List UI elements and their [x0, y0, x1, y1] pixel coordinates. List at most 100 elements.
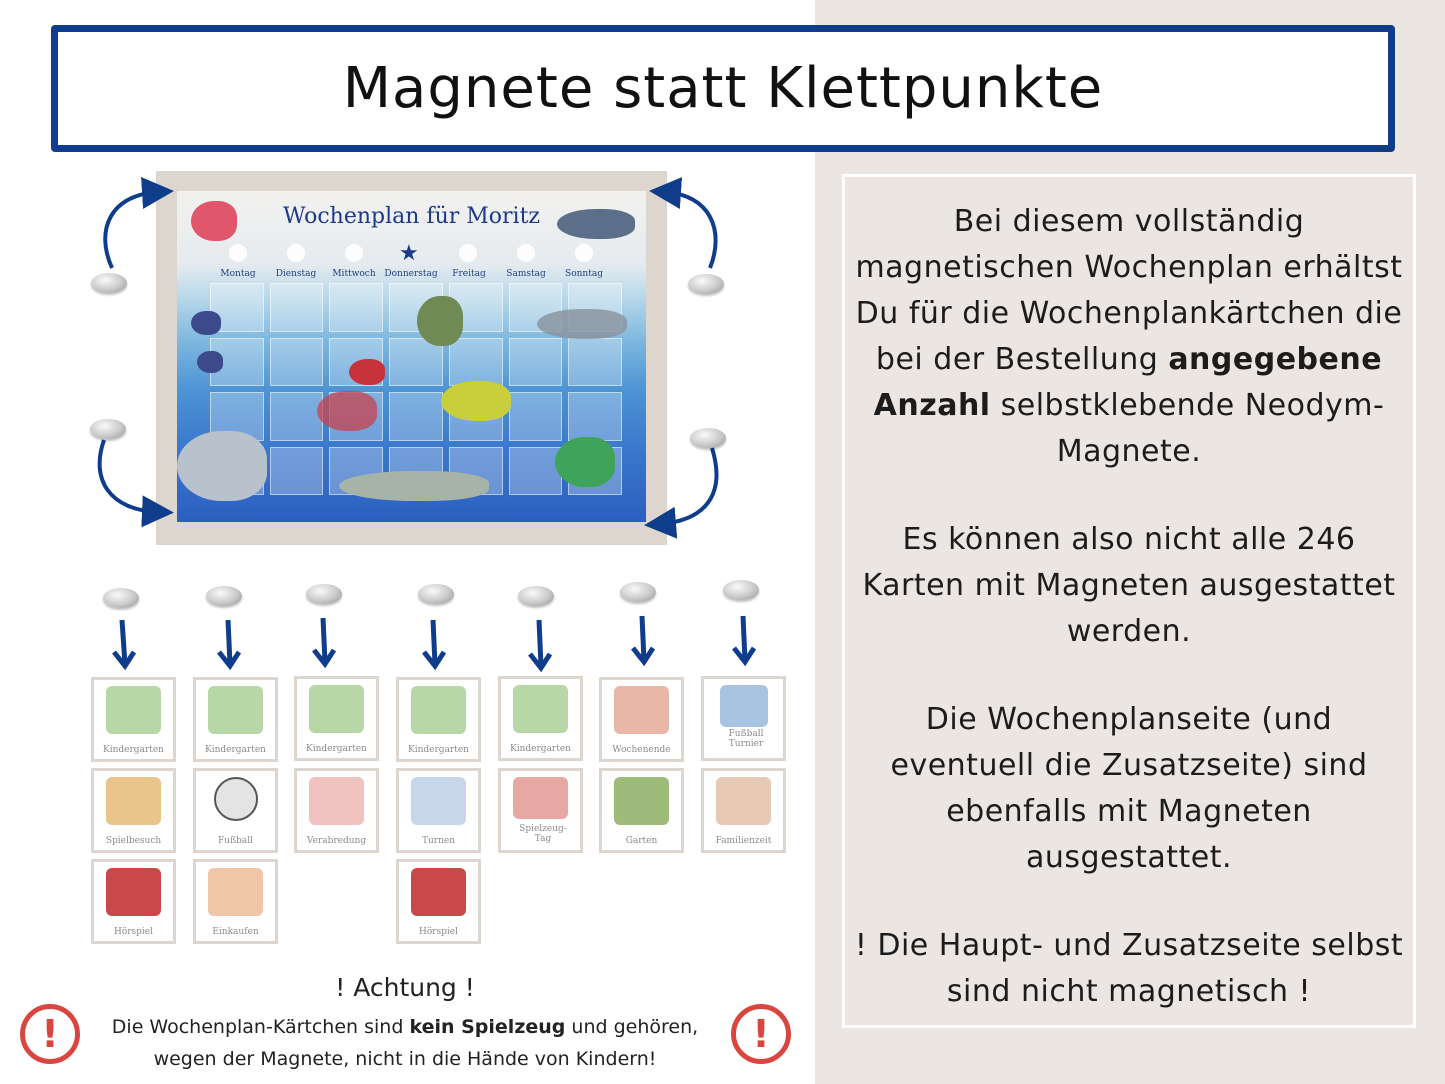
magnet-disc	[688, 274, 724, 294]
info-paragraph-3: Die Wochenplanseite (und eventuell die Z…	[890, 702, 1368, 875]
info-paragraph-2: Es können also nicht alle 246 Karten mit…	[862, 522, 1396, 649]
shopping-basket-icon	[208, 868, 263, 916]
fish-illustration	[339, 471, 489, 501]
down-arrows	[112, 615, 757, 673]
fish-illustration	[177, 431, 267, 501]
plan-card: Familienzeit	[701, 768, 786, 853]
card-illustration	[411, 686, 466, 734]
fish-illustration	[557, 209, 635, 239]
info-paragraph-4: ! Die Haupt- und Zusatzseite selbst sind…	[854, 928, 1404, 1009]
card-label: Hörspiel	[418, 927, 459, 937]
magnet-disc	[690, 428, 726, 448]
card-label: Verabredung	[306, 836, 367, 846]
day-label: Samstag	[506, 269, 546, 279]
fish-illustration	[555, 437, 615, 487]
plan-card: Turnen	[396, 768, 481, 853]
day-label: Montag	[220, 269, 256, 279]
card-illustration	[513, 777, 568, 819]
warning-text: Die Wochenplan-Kärtchen sind kein Spielz…	[86, 1011, 724, 1075]
day-dot	[345, 244, 363, 262]
day-dot	[575, 244, 593, 262]
day-dot	[229, 244, 247, 262]
plan-card: Spielbesuch	[91, 768, 176, 853]
card-label: Fußball Turnier	[728, 729, 764, 749]
page-title: Magnete statt Klettpunkte	[342, 56, 1104, 121]
magnet-disc	[91, 273, 127, 293]
curved-arrow	[103, 177, 174, 269]
plan-card: Kindergarten	[498, 676, 583, 761]
day-dot	[287, 244, 305, 262]
info-bold-text: angegebene Anzahl	[873, 342, 1383, 423]
gym-rings-icon	[411, 777, 466, 825]
curved-arrow	[97, 439, 174, 528]
info-text: selbstklebende Neodym-Magnete.	[990, 388, 1385, 469]
card-illustration	[208, 686, 263, 734]
card-label: Familienzeit	[715, 836, 772, 846]
radio-icon	[106, 868, 161, 916]
card-label: Garten	[625, 836, 658, 846]
fish-illustration	[191, 201, 237, 241]
card-illustration	[614, 777, 669, 825]
radio-icon	[411, 868, 466, 916]
day-dot	[459, 244, 477, 262]
card-label: Fußball	[218, 836, 253, 846]
warning-text-bold: kein Spielzeug	[409, 1016, 566, 1038]
card-illustration	[720, 685, 768, 727]
plan-card: Kindergarten	[396, 677, 481, 762]
plan-card: Kindergarten	[294, 676, 379, 761]
soccer-ball-icon	[214, 777, 258, 821]
warning-icon: !	[731, 1004, 791, 1064]
curved-arrow	[649, 177, 718, 269]
magnet-disc	[206, 586, 242, 606]
magnet-disc	[620, 582, 656, 602]
magnet-disc	[103, 588, 139, 608]
day-label: Sonntag	[565, 269, 603, 279]
warning-text-line2: wegen der Magnete, nicht in die Hände vo…	[153, 1048, 657, 1070]
day-label: Mittwoch	[332, 269, 376, 279]
card-illustration	[309, 777, 364, 825]
fish-illustration	[191, 311, 221, 335]
day-label: Donnerstag	[384, 269, 438, 279]
weekly-plan-board: Wochenplan für Moritz ★ Montag Dienstag …	[177, 191, 646, 522]
card-label: Wochenende	[612, 745, 671, 755]
plan-card: Fußball Turnier	[701, 676, 786, 761]
board-title: Wochenplan für Moritz	[282, 204, 541, 229]
card-label: Kindergarten	[510, 744, 571, 754]
curved-arrow	[644, 447, 719, 539]
magnet-disc	[518, 586, 554, 606]
magnet-disc	[90, 419, 126, 439]
day-label: Dienstag	[275, 269, 317, 279]
plan-card: Spielzeug-Tag	[498, 768, 583, 853]
info-paragraph-1: Bei diesem vollständig magnetischen Woch…	[853, 199, 1405, 475]
day-dot	[517, 244, 535, 262]
warning-title: ! Achtung !	[335, 973, 475, 1002]
card-illustration	[716, 777, 771, 825]
plan-card: Fußball	[193, 768, 278, 853]
fish-illustration	[317, 391, 377, 431]
warning-text-part: Die Wochenplan-Kärtchen sind	[111, 1016, 410, 1038]
card-illustration	[614, 686, 669, 734]
warning-text-part: und gehören,	[565, 1016, 699, 1038]
card-illustration	[513, 685, 568, 733]
magnet-disc	[306, 584, 342, 604]
card-label: Einkaufen	[212, 927, 259, 937]
plan-card: Kindergarten	[91, 677, 176, 762]
fish-illustration	[537, 309, 627, 339]
magnet-disc	[723, 580, 759, 600]
card-illustration	[106, 686, 161, 734]
info-panel: Bei diesem vollständig magnetischen Woch…	[842, 174, 1416, 1028]
card-illustration	[309, 685, 364, 733]
plan-card: Einkaufen	[193, 859, 278, 944]
star-icon: ★	[399, 241, 419, 266]
fish-illustration	[349, 359, 385, 385]
plan-card: Garten	[599, 768, 684, 853]
plan-card: Kindergarten	[193, 677, 278, 762]
card-label: Turnen	[421, 836, 456, 846]
info-text: Bei diesem vollständig magnetischen Woch…	[855, 204, 1403, 377]
card-label: Kindergarten	[205, 745, 266, 755]
card-label: Spielbesuch	[105, 836, 162, 846]
day-label: Freitag	[452, 269, 486, 279]
card-label: Spielzeug-Tag	[519, 824, 567, 844]
fish-illustration	[441, 381, 511, 421]
